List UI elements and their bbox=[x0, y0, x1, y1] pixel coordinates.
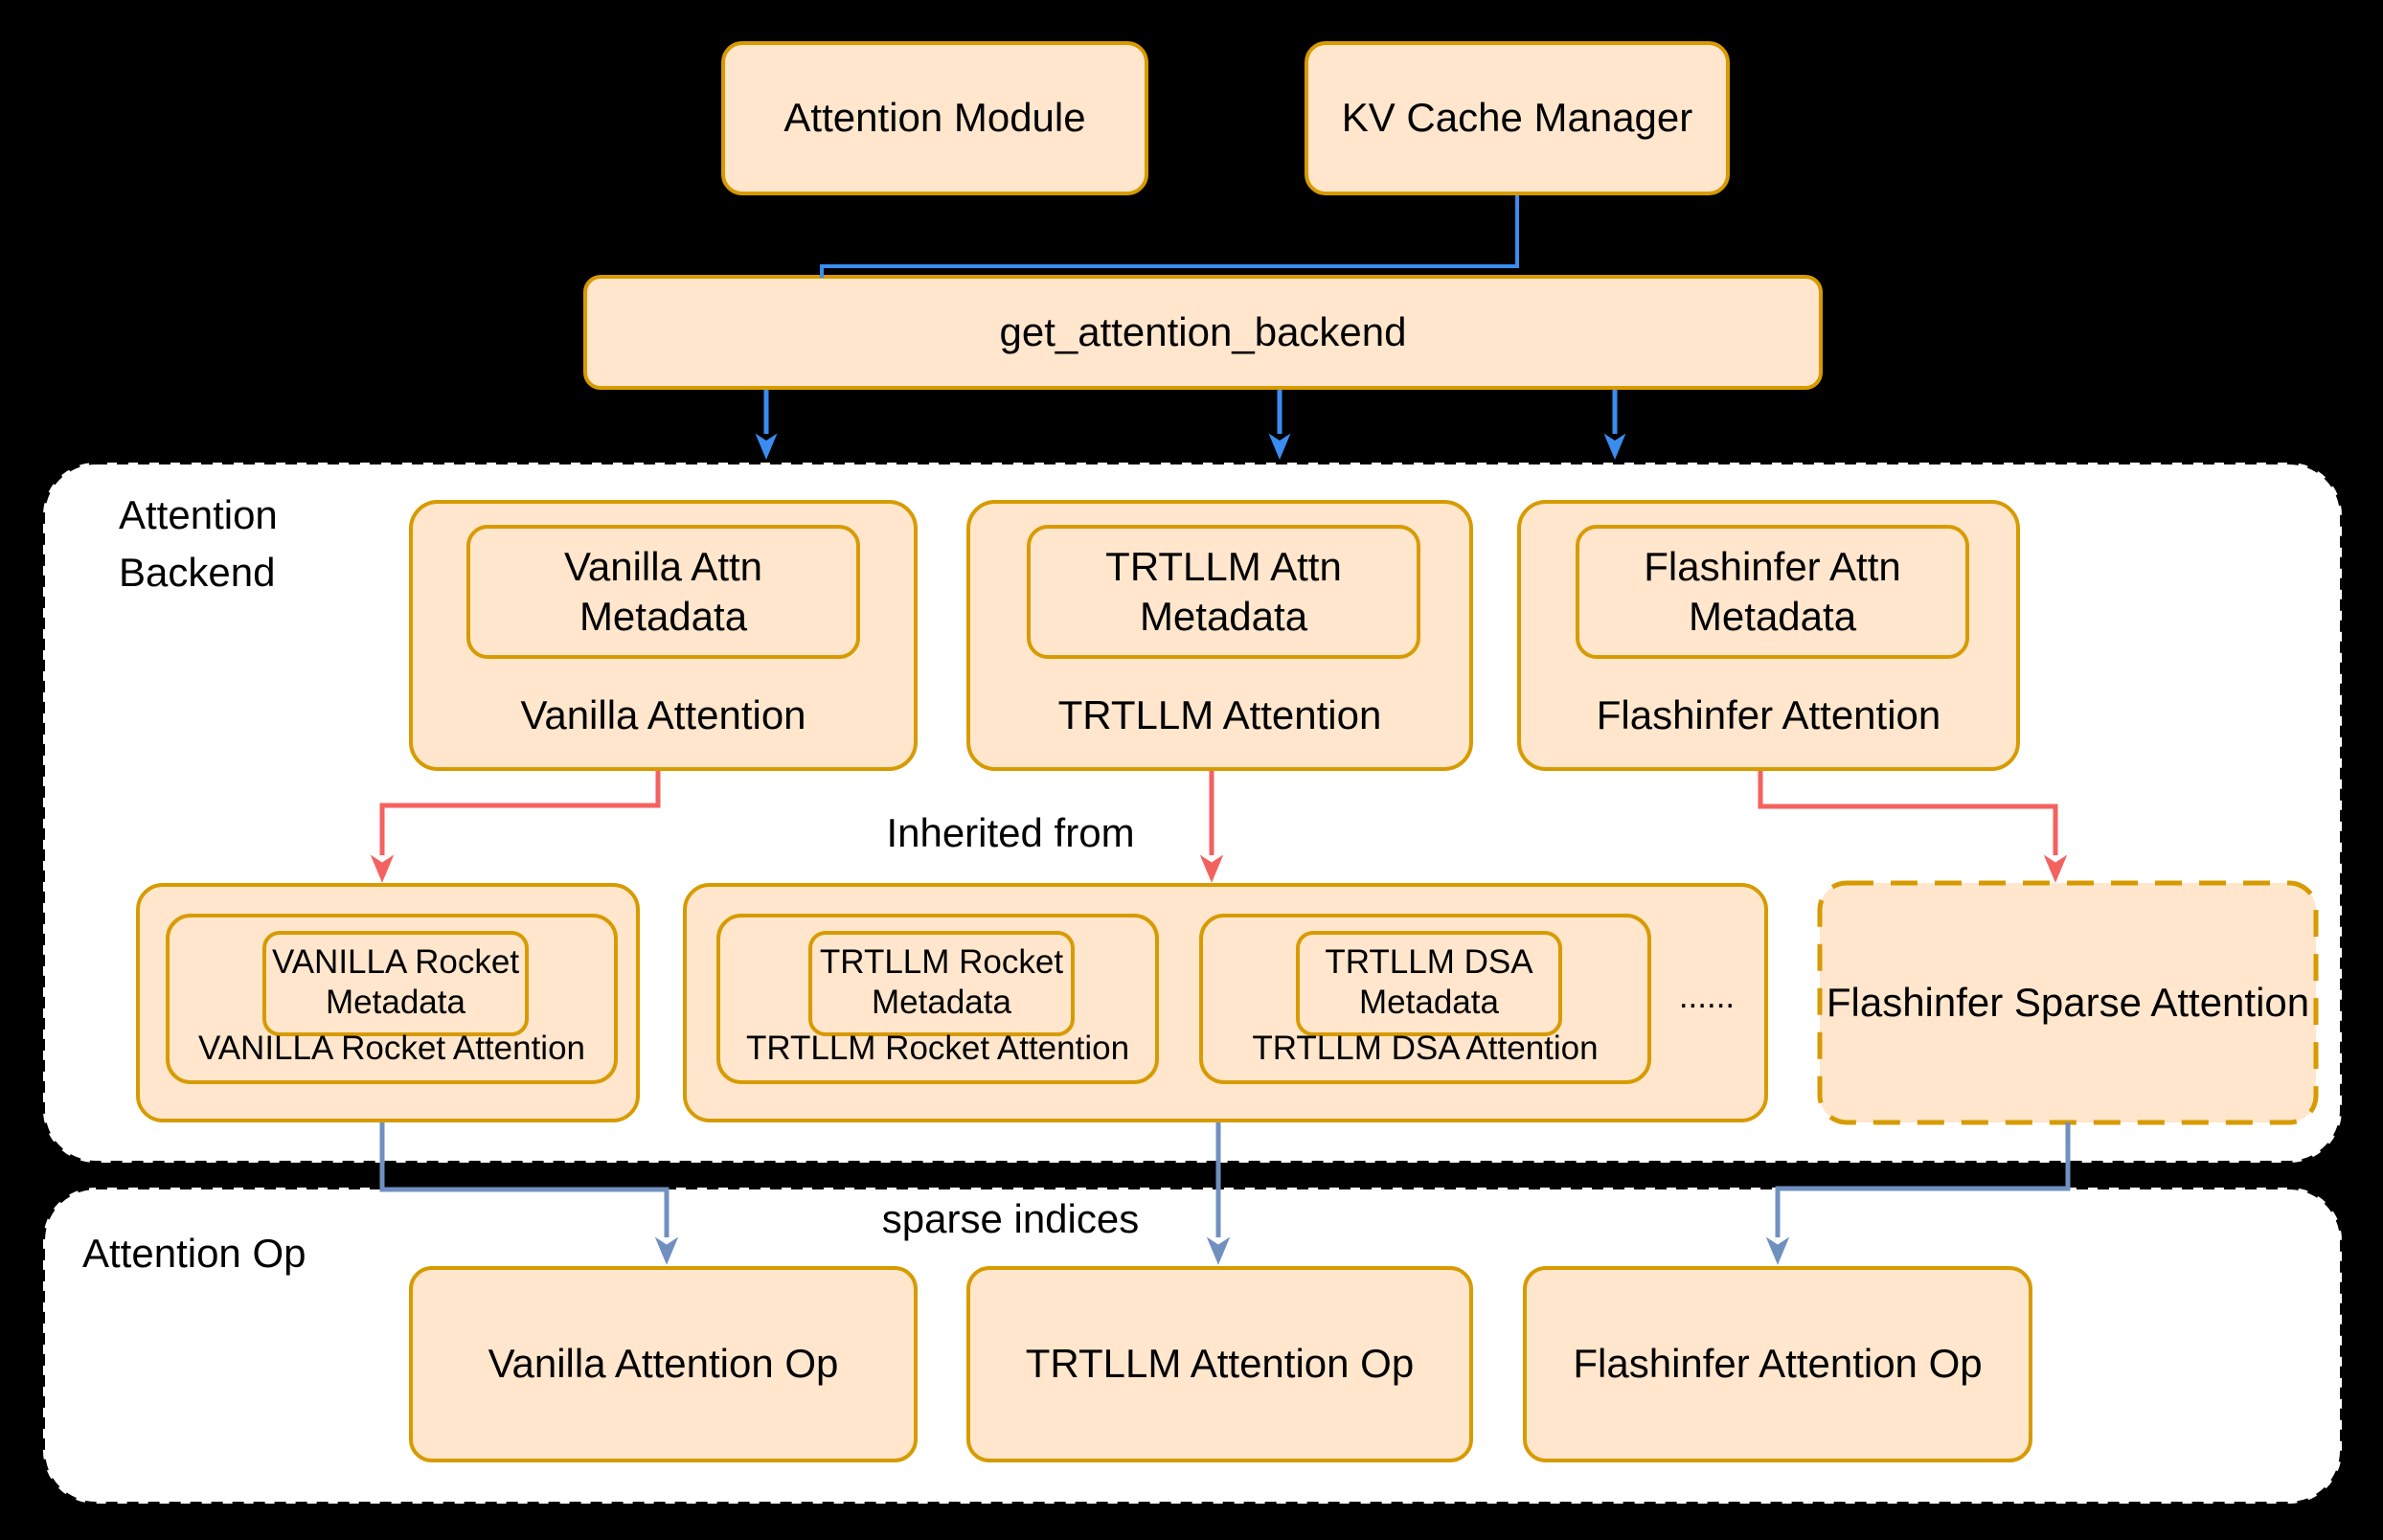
sparse-indices-label: sparse indices bbox=[881, 1195, 1140, 1241]
vanilla-attention-node: Vanilla Attn Metadata Vanilla Attention bbox=[409, 500, 918, 771]
trtllm-rocket-attention-label: TRTLLM Rocket Attention bbox=[745, 1030, 1130, 1067]
vanilla-rocket-metadata-node: VANILLA Rocket Metadata bbox=[262, 931, 529, 1036]
attention-module-node: Attention Module bbox=[721, 41, 1148, 195]
trtllm-attention-node: TRTLLM Attn Metadata TRTLLM Attention bbox=[966, 500, 1473, 771]
vanilla-rocket-attention-label: VANILLA Rocket Attention bbox=[197, 1030, 586, 1067]
flashinfer-sparse-attention-label: Flashinfer Sparse Attention bbox=[1826, 979, 2310, 1025]
trtllm-attention-label: TRTLLM Attention bbox=[1057, 691, 1382, 737]
vanilla-attention-label: Vanilla Attention bbox=[520, 691, 806, 737]
flashinfer-attention-label: Flashinfer Attention bbox=[1596, 691, 1941, 737]
vanilla-rocket-attention-node: VANILLA Rocket Metadata VANILLA Rocket A… bbox=[166, 914, 618, 1084]
flashinfer-attention-node: Flashinfer Attn Metadata Flashinfer Atte… bbox=[1517, 500, 2020, 771]
get-attention-backend-node: get_attention_backend bbox=[583, 275, 1823, 390]
trtllm-rocket-attention-node: TRTLLM Rocket Metadata TRTLLM Rocket Att… bbox=[716, 914, 1159, 1084]
flashinfer-attn-metadata-node: Flashinfer Attn Metadata bbox=[1576, 525, 1969, 659]
get-attention-backend-label: get_attention_backend bbox=[999, 308, 1407, 354]
inherited-from-label: Inherited from bbox=[886, 809, 1135, 855]
vanilla-rocket-wrapper-node: VANILLA Rocket Metadata VANILLA Rocket A… bbox=[136, 883, 640, 1122]
backend-section-title: Attention Backend bbox=[119, 492, 278, 595]
kv-cache-manager-node: KV Cache Manager bbox=[1305, 41, 1730, 195]
vanilla-attention-op-node: Vanilla Attention Op bbox=[409, 1266, 918, 1462]
op-section-title: Attention Op bbox=[82, 1231, 306, 1276]
trtllm-dsa-metadata-node: TRTLLM DSA Metadata bbox=[1296, 931, 1562, 1036]
attention-module-label: Attention Module bbox=[783, 95, 1086, 141]
more-backends-ellipsis: ...... bbox=[1678, 978, 1736, 1015]
vanilla-attn-metadata-node: Vanilla Attn Metadata bbox=[466, 525, 860, 659]
trtllm-attention-op-node: TRTLLM Attention Op bbox=[966, 1266, 1473, 1462]
kv-cache-manager-label: KV Cache Manager bbox=[1341, 95, 1693, 141]
trtllm-dsa-attention-node: TRTLLM DSA Metadata TRTLLM DSA Attention bbox=[1199, 914, 1651, 1084]
trtllm-attn-metadata-node: TRTLLM Attn Metadata bbox=[1027, 525, 1420, 659]
trtllm-rocket-metadata-node: TRTLLM Rocket Metadata bbox=[808, 931, 1075, 1036]
trtllm-dsa-attention-label: TRTLLM DSA Attention bbox=[1252, 1030, 1599, 1067]
flashinfer-attention-op-node: Flashinfer Attention Op bbox=[1523, 1266, 2032, 1462]
trtllm-derived-wrapper-node: TRTLLM Rocket Metadata TRTLLM Rocket Att… bbox=[683, 883, 1768, 1122]
